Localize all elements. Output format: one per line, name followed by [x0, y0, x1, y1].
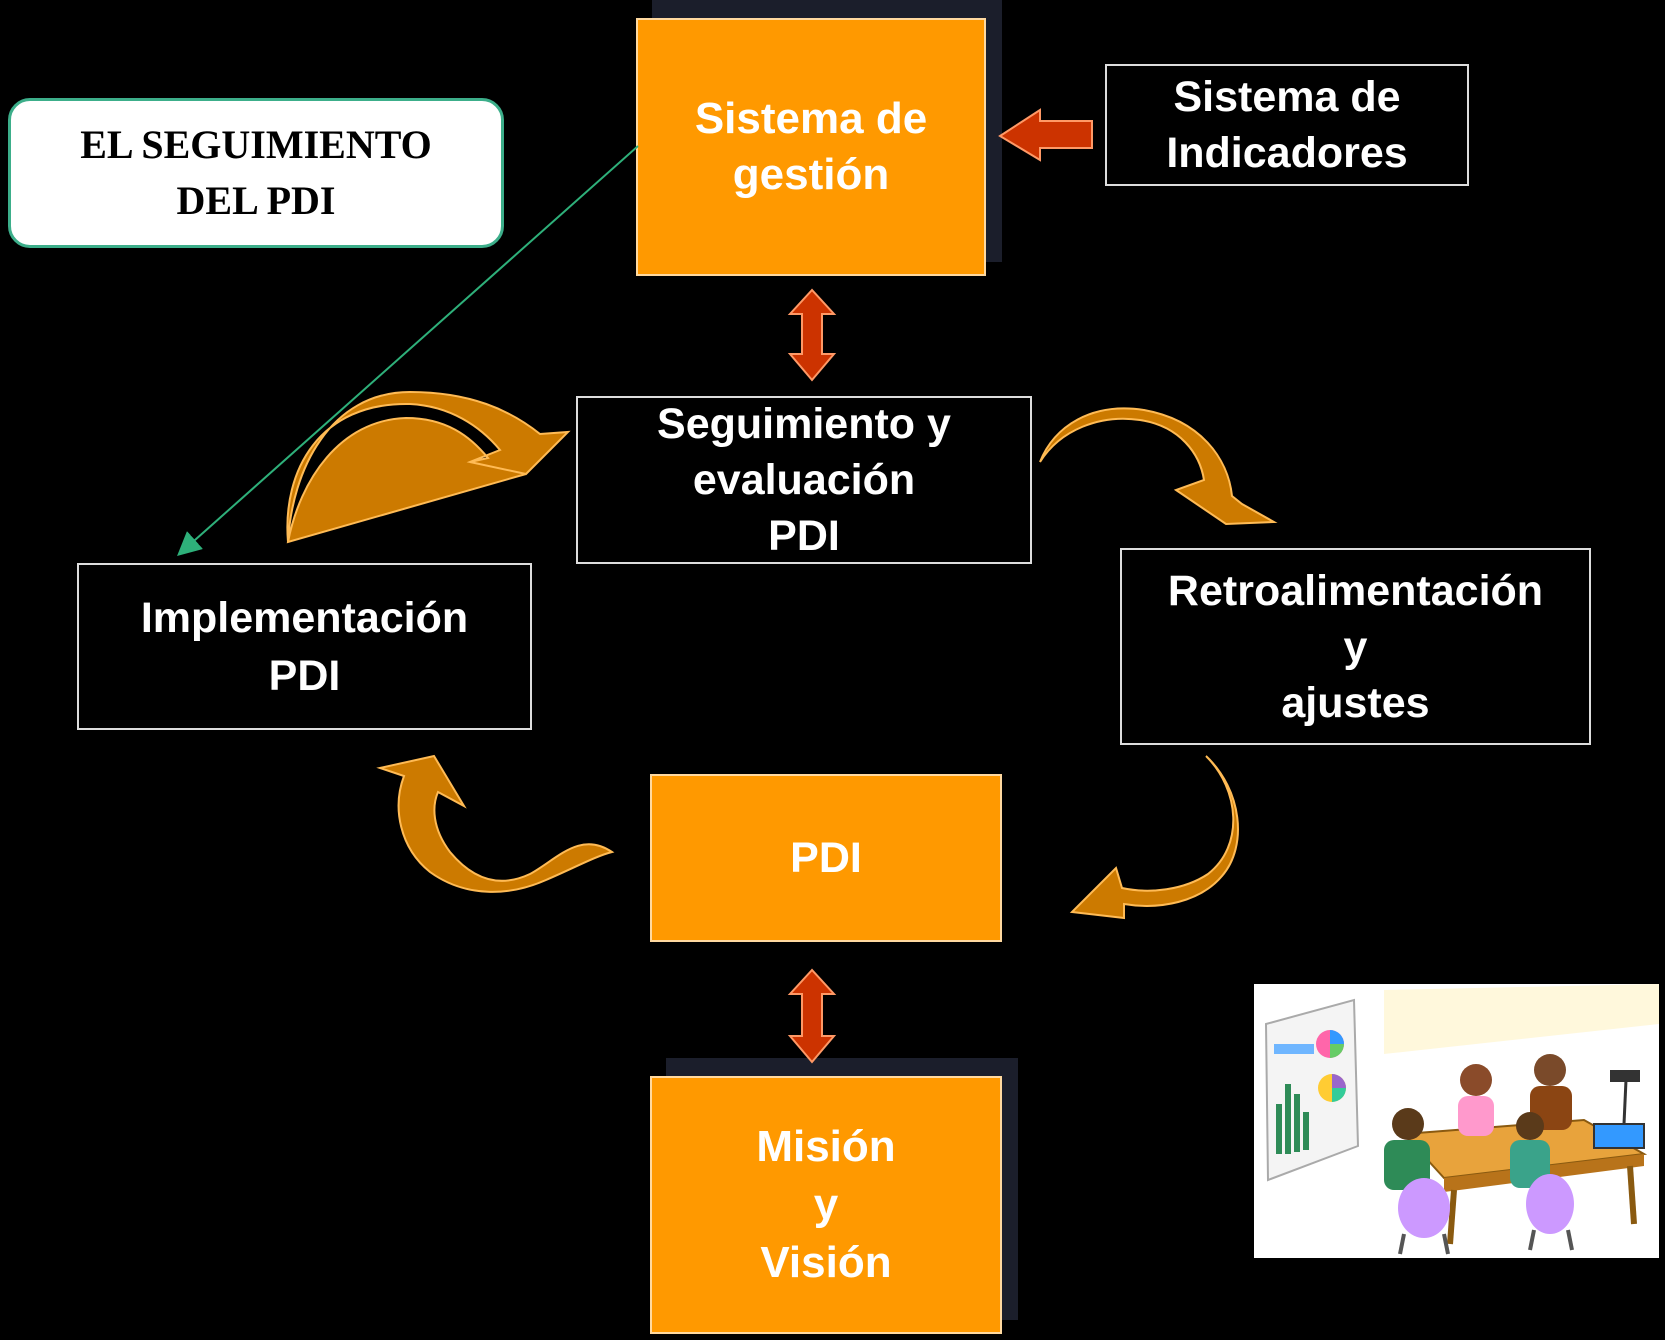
cycle-arrow-icon	[1039, 407, 1278, 526]
title-line: DEL PDI	[176, 178, 336, 223]
cycle-arrow-icon	[1069, 755, 1239, 920]
connector-arrow	[177, 145, 639, 556]
node-label: Visión	[760, 1238, 892, 1287]
node-label: Implementación	[140, 593, 469, 642]
node-label: PDI	[768, 512, 840, 560]
node-label: gestión	[732, 150, 890, 199]
pdi-box: PDI	[650, 774, 1002, 942]
node-label: Seguimiento y	[657, 400, 951, 448]
node-label: Misión	[756, 1122, 896, 1171]
meeting-clipart-icon	[1264, 984, 1659, 1255]
node-label: evaluación	[692, 456, 916, 504]
title-line: EL SEGUIMIENTO	[80, 122, 432, 167]
node-label: PDI	[790, 833, 862, 882]
node-label: Retroalimentación	[1167, 566, 1544, 615]
sistema-indicadores-box: Sistema de Indicadores	[1105, 64, 1469, 186]
mision-vision-box: Misión y Visión	[650, 1076, 1002, 1334]
implementacion-box: Implementación PDI	[77, 563, 532, 730]
meeting-illustration	[1254, 984, 1659, 1258]
double-arrow-icon	[787, 288, 837, 382]
node-label: y	[813, 1180, 839, 1229]
node-label: ajustes	[1281, 678, 1430, 727]
cycle-arrow-icon	[286, 390, 571, 544]
left-arrow-icon	[998, 108, 1093, 162]
node-label: PDI	[268, 651, 341, 700]
retroalimentacion-box: Retroalimentación y ajustes	[1120, 548, 1591, 745]
node-label: y	[1343, 622, 1368, 671]
seguimiento-box: Seguimiento y evaluación PDI	[576, 396, 1032, 564]
node-label: Sistema de	[1173, 73, 1401, 121]
double-arrow-icon	[787, 968, 837, 1064]
diagram-title: EL SEGUIMIENTO DEL PDI	[8, 98, 504, 248]
node-label: Indicadores	[1166, 129, 1408, 177]
node-label: Sistema de	[694, 94, 928, 143]
cycle-arrow-icon	[376, 754, 615, 893]
sistema-gestion-box: Sistema de gestión	[636, 18, 986, 276]
